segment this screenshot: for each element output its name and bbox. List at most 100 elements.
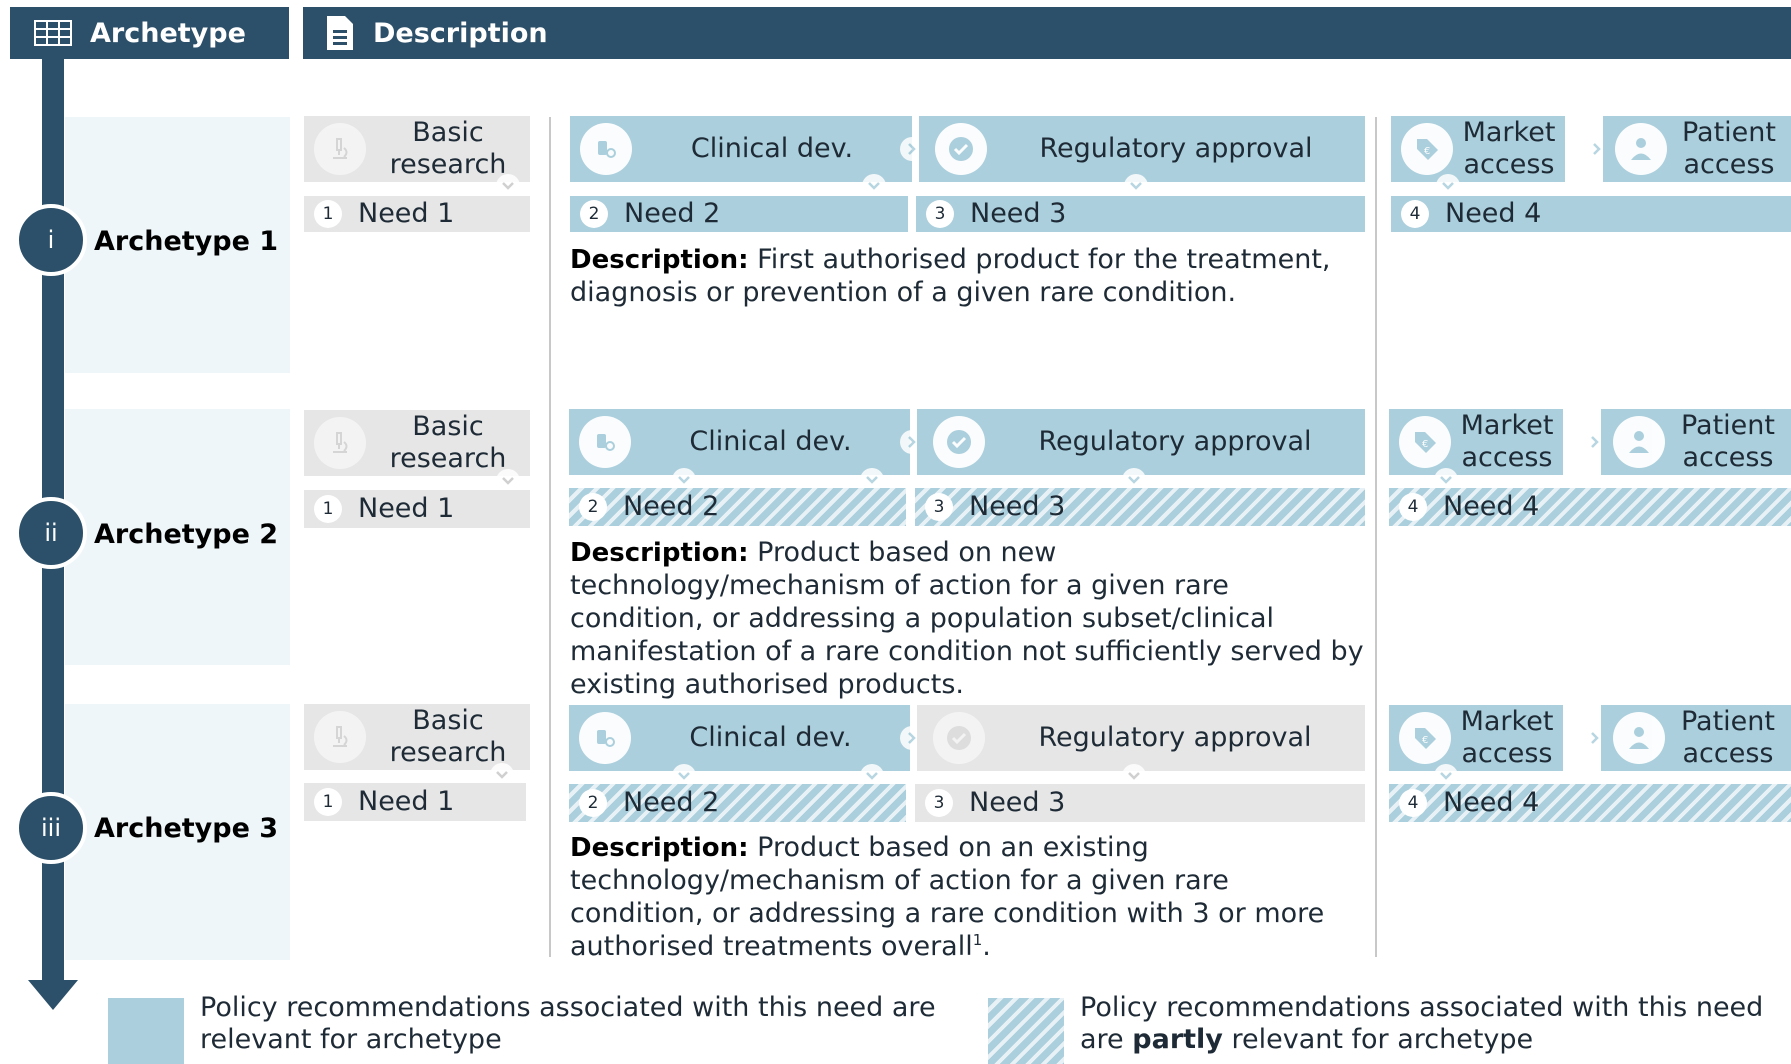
need-number: 3 bbox=[925, 789, 953, 817]
need-3-box: 3 Need 3 bbox=[915, 488, 1365, 526]
microscope-icon bbox=[314, 123, 366, 175]
description-text: Product based on new technology/mechanis… bbox=[570, 537, 1364, 700]
need-label: Need 3 bbox=[970, 197, 1067, 229]
description-bold-label: Description: bbox=[570, 538, 749, 568]
legend-swatch-partly bbox=[988, 998, 1064, 1064]
stage-label: Patient access bbox=[1680, 409, 1775, 473]
need-3-box: 3 Need 3 bbox=[916, 196, 1365, 232]
need-number: 3 bbox=[925, 493, 953, 521]
need-label: Need 3 bbox=[969, 490, 1066, 522]
pill-icon bbox=[579, 712, 631, 764]
description-header-label: Description bbox=[373, 17, 548, 49]
check-badge-icon bbox=[933, 416, 985, 468]
stage-market-access: € Market access bbox=[1389, 409, 1563, 475]
document-icon bbox=[327, 16, 353, 50]
price-tag-icon: € bbox=[1401, 123, 1453, 175]
footnote-marker: 1 bbox=[972, 930, 983, 949]
stage-regulatory-approval: Regulatory approval bbox=[917, 705, 1365, 771]
need-4-box: 4 Need 4 bbox=[1391, 196, 1791, 232]
legend-text-relevant: Policy recommendations associated with t… bbox=[200, 992, 960, 1057]
check-badge-icon bbox=[935, 123, 987, 175]
need-2-box: 2 Need 2 bbox=[570, 196, 908, 232]
legend-partly-bold: partly bbox=[1132, 1024, 1223, 1056]
need-2-box: 2 Need 2 bbox=[569, 488, 906, 526]
description-end: . bbox=[982, 930, 991, 962]
stage-regulatory-approval: Regulatory approval bbox=[919, 116, 1365, 182]
archetype-2-description: Description: Product based on new techno… bbox=[570, 537, 1370, 702]
need-label: Need 1 bbox=[358, 492, 455, 524]
stage-label: Patient access bbox=[1681, 116, 1776, 180]
patient-icon bbox=[1613, 712, 1665, 764]
legend-text-partly: Policy recommendations associated with t… bbox=[1080, 992, 1791, 1057]
need-label: Need 4 bbox=[1443, 786, 1540, 818]
stage-clinical-dev: Clinical dev. bbox=[570, 116, 912, 182]
stage-basic-research: Basic research bbox=[304, 116, 530, 182]
need-3-box: 3 Need 3 bbox=[915, 784, 1365, 822]
need-label: Need 3 bbox=[969, 786, 1066, 818]
chevron-down-icon bbox=[1436, 174, 1460, 198]
archetype-3-description: Description: Product based on an existin… bbox=[570, 832, 1370, 964]
need-2-box: 2 Need 2 bbox=[569, 784, 906, 822]
stage-label: Regulatory approval bbox=[1039, 132, 1313, 164]
svg-text:€: € bbox=[1422, 735, 1428, 746]
price-tag-icon: € bbox=[1399, 712, 1451, 764]
need-number: 2 bbox=[579, 789, 607, 817]
need-number: 2 bbox=[580, 200, 608, 228]
stage-label: Market access bbox=[1460, 705, 1554, 769]
stage-market-access: € Market access bbox=[1391, 116, 1565, 182]
archetype-1-label: Archetype 1 bbox=[94, 226, 279, 257]
separator-left bbox=[549, 117, 551, 957]
chevron-down-icon bbox=[862, 174, 886, 198]
stage-patient-access: Patient access bbox=[1603, 116, 1791, 182]
legend-swatch-relevant bbox=[108, 998, 184, 1064]
need-label: Need 2 bbox=[624, 197, 721, 229]
svg-text:€: € bbox=[1424, 146, 1430, 157]
archetype-header-label: Archetype bbox=[90, 17, 246, 49]
archetype-3-background bbox=[65, 704, 290, 960]
price-tag-icon: € bbox=[1399, 416, 1451, 468]
stage-label: Patient access bbox=[1680, 705, 1775, 769]
stage-label: Market access bbox=[1462, 116, 1556, 180]
pill-icon bbox=[580, 123, 632, 175]
stage-regulatory-approval: Regulatory approval bbox=[917, 409, 1365, 475]
microscope-icon bbox=[314, 711, 366, 763]
stage-basic-research: Basic research bbox=[304, 410, 530, 476]
stage-label: Basic research bbox=[389, 410, 507, 474]
archetype-2-label: Archetype 2 bbox=[94, 519, 279, 550]
stage-patient-access: Patient access bbox=[1601, 705, 1791, 771]
description-text: Product based on an existing technology/… bbox=[570, 832, 1325, 962]
stage-label: Regulatory approval bbox=[1038, 721, 1312, 753]
stage-market-access: € Market access bbox=[1389, 705, 1563, 771]
need-number: 2 bbox=[579, 493, 607, 521]
stage-basic-research: Basic research bbox=[304, 704, 530, 770]
table-icon bbox=[34, 20, 72, 46]
stage-patient-access: Patient access bbox=[1601, 409, 1791, 475]
chevron-down-icon bbox=[1124, 174, 1148, 198]
need-label: Need 4 bbox=[1445, 197, 1542, 229]
need-number: 3 bbox=[926, 200, 954, 228]
need-number: 4 bbox=[1401, 200, 1429, 228]
chevron-down-icon bbox=[496, 174, 520, 198]
archetype-header: Archetype bbox=[10, 7, 289, 59]
need-label: Need 2 bbox=[623, 786, 720, 818]
stage-label: Basic research bbox=[389, 704, 507, 768]
stage-label: Clinical dev. bbox=[689, 425, 852, 457]
timeline-arrowhead bbox=[28, 980, 78, 1010]
need-number: 1 bbox=[314, 200, 342, 228]
need-number: 4 bbox=[1399, 789, 1427, 817]
need-number: 1 bbox=[314, 788, 342, 816]
separator-right bbox=[1375, 117, 1377, 957]
check-badge-icon bbox=[933, 712, 985, 764]
legend-partly-prefix: Policy recommendations associated with t… bbox=[1080, 992, 1764, 1056]
archetype-1-description: Description: First authorised product fo… bbox=[570, 244, 1370, 310]
need-1-box: 1 Need 1 bbox=[304, 490, 530, 528]
description-header: Description bbox=[303, 7, 1791, 59]
patient-icon bbox=[1615, 123, 1667, 175]
patient-icon bbox=[1613, 416, 1665, 468]
description-bold-label: Description: bbox=[570, 833, 749, 863]
need-label: Need 2 bbox=[623, 490, 720, 522]
archetype-1-badge: i bbox=[15, 204, 87, 276]
need-label: Need 1 bbox=[358, 785, 455, 817]
need-number: 1 bbox=[314, 495, 342, 523]
svg-text:€: € bbox=[1422, 439, 1428, 450]
